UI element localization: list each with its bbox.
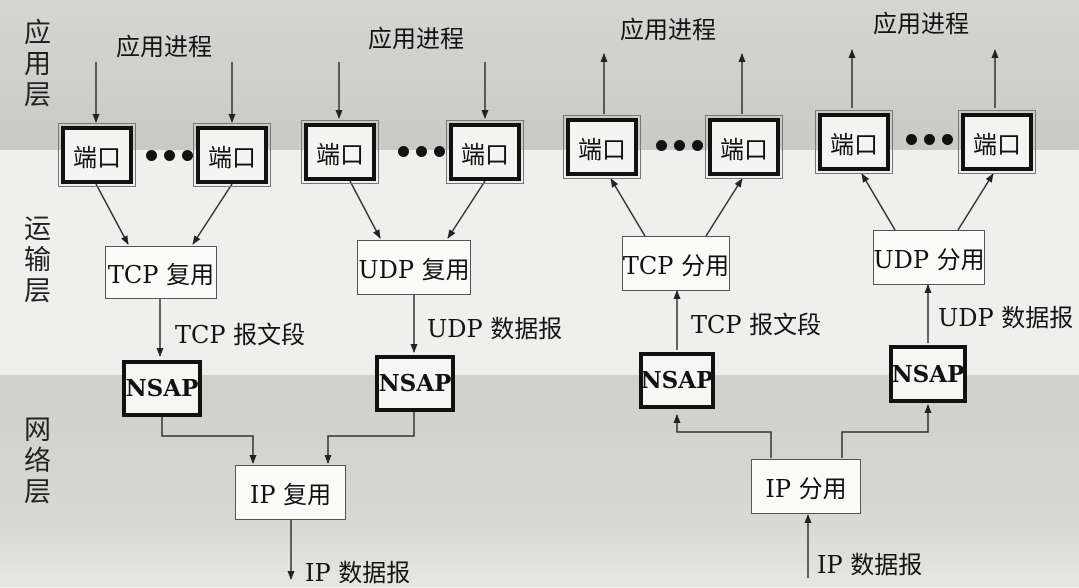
network-layer-label: 网络层	[19, 415, 50, 508]
port-box: 端口	[705, 115, 783, 179]
app-process-label-4: 应用进程	[873, 10, 969, 38]
port-box: 端口	[301, 120, 379, 184]
ellipsis-dots	[398, 146, 445, 157]
line-ip-demux-to-nsap-4	[841, 404, 932, 458]
tcp-segment-label: TCP 报文段	[175, 321, 306, 349]
port-box: 端口	[446, 120, 524, 184]
nsap-box: NSAP	[375, 355, 455, 412]
ellipsis-dots	[906, 134, 953, 145]
ellipsis-dots	[656, 140, 703, 151]
nsap-box: NSAP	[122, 360, 202, 417]
arrow-port-to-tcp-mux-2	[192, 183, 233, 245]
arrow-port-to-udp-mux-2	[447, 180, 486, 239]
app-process-label-1: 应用进程	[116, 33, 212, 61]
port-box: 端口	[58, 123, 136, 187]
arrow-udp-demux-to-port-7	[861, 173, 896, 231]
application-layer-label: 应用层	[19, 18, 50, 111]
port-box: 端口	[958, 110, 1036, 174]
app-process-label-3: 应用进程	[620, 16, 716, 44]
udp-datagram-label: UDP 数据报	[938, 304, 1074, 332]
udp-demux-box: UDP 分用	[873, 230, 985, 285]
arrow-tcp-demux-to-port-6	[705, 178, 743, 237]
arrow-port-to-udp-mux-1	[349, 180, 381, 239]
arrow-udp-demux-to-port-8	[957, 173, 994, 231]
tcp-demux-box: TCP 分用	[622, 236, 730, 291]
transport-layer-label: 运输层	[19, 214, 50, 307]
udp-datagram-label: UDP 数据报	[427, 315, 563, 343]
port-box: 端口	[193, 123, 271, 187]
line-ip-demux-to-nsap-3	[673, 414, 772, 458]
ip-demux-box: IP 分用	[751, 459, 861, 514]
arrow-tcp-demux-to-port-5	[610, 178, 646, 237]
application-layer-band	[0, 0, 1079, 150]
line-nsap-1-to-ip-mux	[161, 417, 257, 464]
ip-mux-box: IP 复用	[235, 465, 346, 520]
ip-datagram-in-label: IP 数据报	[817, 551, 923, 579]
line-nsap-2-to-ip-mux	[324, 412, 415, 464]
nsap-box: NSAP	[639, 352, 715, 409]
udp-mux-box: UDP 复用	[357, 240, 471, 295]
app-process-label-2: 应用进程	[368, 25, 464, 53]
ellipsis-dots	[146, 150, 193, 161]
arrow-port-to-tcp-mux-1	[95, 183, 129, 245]
port-box: 端口	[563, 115, 641, 179]
ip-datagram-out-label: IP 数据报	[305, 559, 411, 587]
nsap-box: NSAP	[889, 345, 967, 403]
port-box: 端口	[815, 110, 893, 174]
tcp-segment-label: TCP 报文段	[691, 311, 822, 339]
tcp-mux-box: TCP 复用	[105, 246, 217, 299]
